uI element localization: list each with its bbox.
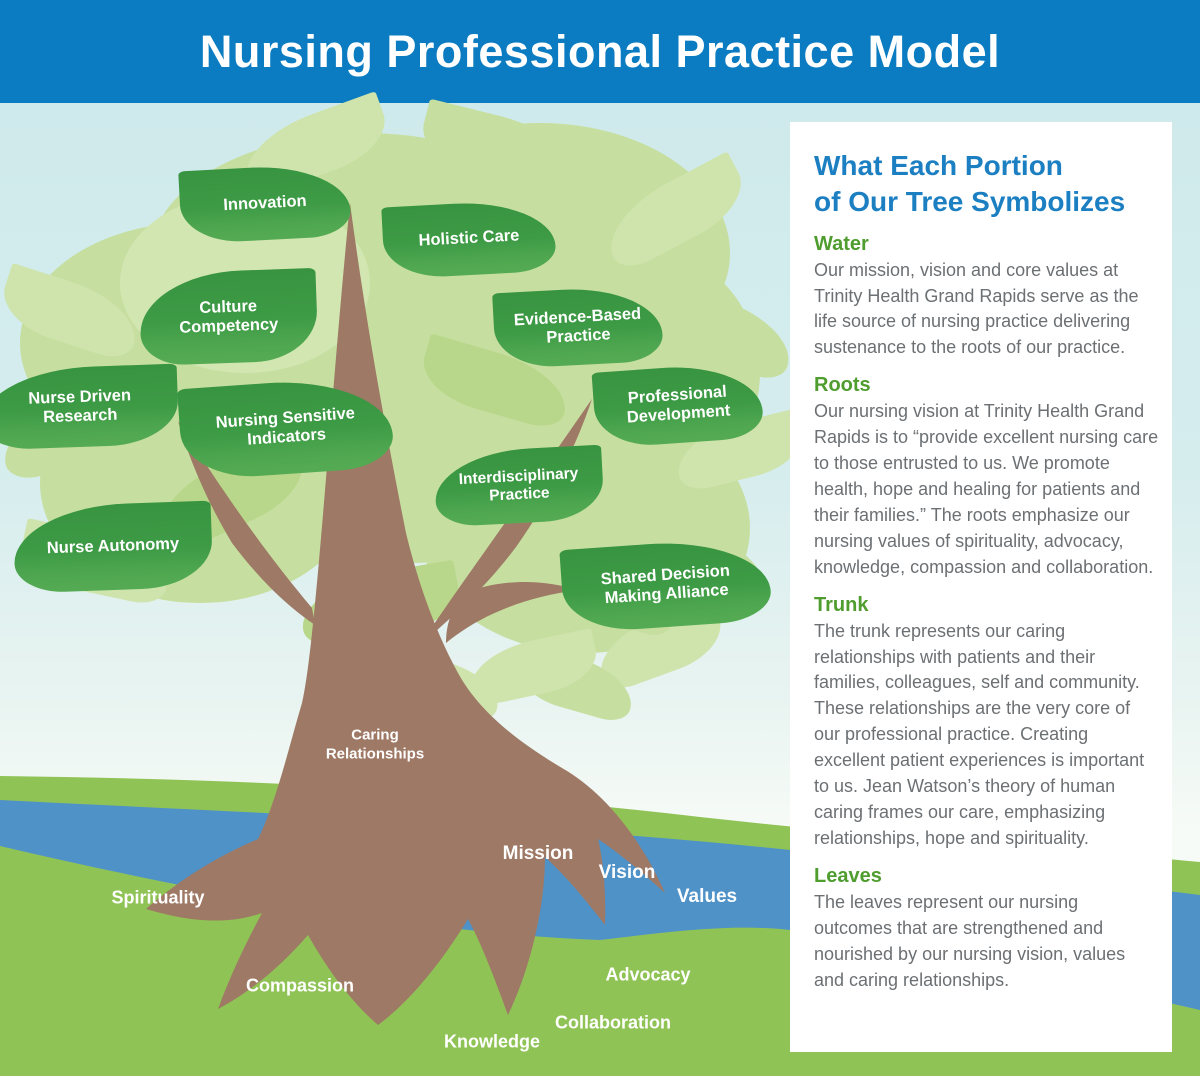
section-body: The leaves represent our nursing outcome… — [814, 891, 1126, 990]
water-label-vision: Vision — [598, 862, 656, 883]
legend-title-line2: of Our Tree Symbolizes — [814, 185, 1126, 217]
leaf-label: Professional Development — [626, 382, 731, 427]
page-title: Nursing Professional Practice Model — [199, 25, 1001, 77]
section-body: The trunk represents our caring relation… — [814, 620, 1145, 848]
tree-branch-left — [178, 421, 315, 625]
root-label-spirituality: Spirituality — [111, 887, 205, 908]
legend-section-water: Water Our mission, vision and core value… — [814, 233, 1160, 362]
water-label-mission: Mission — [502, 843, 574, 864]
root-label-knowledge: Knowledge — [443, 1031, 541, 1052]
legend-card: What Each Portion of Our Tree Symbolizes… — [790, 122, 1172, 1052]
leaf-label: Nurse Driven Research — [27, 385, 132, 427]
section-body: Our nursing vision at Trinity Health Gra… — [814, 401, 1159, 577]
root-label-advocacy: Advocacy — [605, 964, 691, 985]
header-bar: Nursing Professional Practice Model — [0, 0, 1200, 103]
legend-section-trunk: Trunk The trunk represents our caring re… — [814, 594, 1160, 852]
water-label-values: Values — [676, 886, 738, 907]
legend-title: What Each Portion of Our Tree Symbolizes — [814, 148, 1160, 220]
legend-section-roots: Roots Our nursing vision at Trinity Heal… — [814, 374, 1160, 580]
section-heading: Water — [814, 232, 869, 255]
leaf-label: Innovation — [222, 191, 308, 214]
root-label-compassion: Compassion — [245, 975, 355, 996]
tree-trunk — [146, 203, 665, 1025]
section-heading: Leaves — [814, 864, 882, 887]
leaf-label: Holistic Care — [418, 226, 520, 250]
section-heading: Roots — [814, 374, 871, 397]
section-heading: Trunk — [814, 593, 869, 616]
section-body: Our mission, vision and core values at T… — [814, 259, 1139, 358]
leaf-label: Culture Competency — [179, 296, 279, 337]
leaf-label: Shared Decision Making Alliance — [600, 561, 731, 608]
leaf-label: Nursing Sensitive Indicators — [215, 403, 356, 449]
leaf-label: Evidence-Based Practice — [513, 304, 642, 347]
legend-section-leaves: Leaves The leaves represent our nursing … — [814, 865, 1160, 994]
legend-title-line1: What Each Portion — [814, 150, 1063, 181]
tree-branch-lower-right — [446, 581, 578, 643]
root-label-collaboration: Collaboration — [555, 1012, 671, 1033]
leaf-label: Nurse Autonomy — [46, 534, 180, 558]
leaf-label: Interdisciplinary Practice — [458, 464, 579, 505]
trunk-label: Caring Relationships — [325, 726, 425, 762]
